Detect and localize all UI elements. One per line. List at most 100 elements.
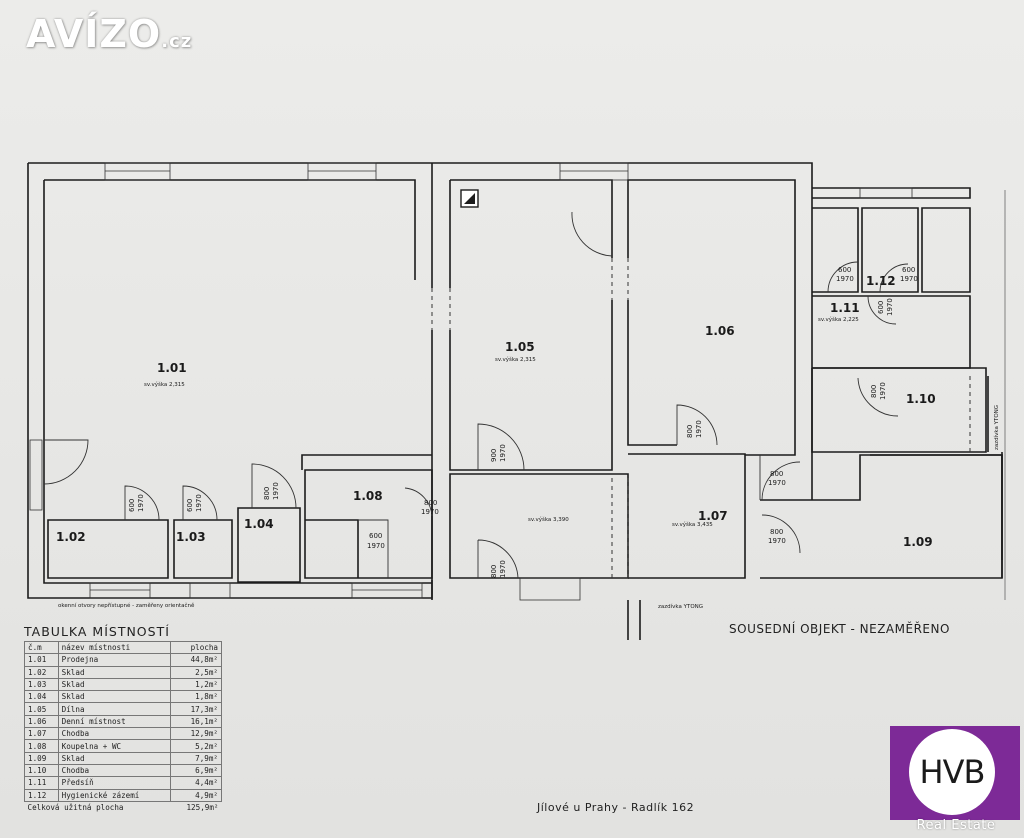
room-area: 7,9m² <box>170 751 222 765</box>
room-name: Chodba <box>57 763 172 778</box>
room-area: 16,1m² <box>170 714 222 729</box>
room-number: 1.10 <box>24 763 59 778</box>
total-value: 125,9m² <box>186 803 219 812</box>
hvb-logo: HVB <box>890 726 1020 820</box>
door-tag-width: 800 <box>870 385 878 398</box>
room-note-1-05: sv.výška 2,315 <box>495 356 536 363</box>
door-tag-width: 800 <box>263 487 271 500</box>
door-tag-height: 1970 <box>886 298 894 316</box>
door-tag-height: 1970 <box>768 479 786 487</box>
room-label-1-01: 1.01 <box>157 361 187 375</box>
hvb-logo-subtitle: Real Estate <box>916 818 996 833</box>
room-label-1-02: 1.02 <box>56 530 86 544</box>
door-tag-height: 1970 <box>879 382 887 400</box>
room-label-1-08: 1.08 <box>353 489 383 503</box>
room-label-1-04: 1.04 <box>244 517 274 531</box>
room-label-1-09: 1.09 <box>903 535 933 549</box>
room-note-1-01: sv.výška 2,315 <box>144 381 185 388</box>
door-tag-width: 600 <box>369 532 382 540</box>
table-header-row: č.m název místnosti plocha <box>24 640 222 655</box>
address-label: Jílové u Prahy - Radlík 162 <box>537 801 695 814</box>
door-tag-height: 1970 <box>499 560 507 578</box>
room-name: Sklad <box>57 677 172 692</box>
room-area: 1,2m² <box>170 677 222 692</box>
hvb-logo-text: HVB <box>909 729 995 815</box>
room-label-1-05: 1.05 <box>505 340 535 354</box>
room-area: 44,8m² <box>170 653 222 667</box>
watermark-brand: AVÍZO <box>26 12 162 56</box>
door-tag-width: 600 <box>128 499 136 512</box>
room-note-1-07: sv.výška 3,435 <box>672 521 713 528</box>
door-tag-width: 800 <box>770 528 783 536</box>
room-area: 4,9m² <box>170 788 222 802</box>
room-name: Dílna <box>57 702 172 716</box>
room-name: Prodejna <box>57 653 172 667</box>
room-number: 1.01 <box>24 653 59 667</box>
door-tag-height: 1970 <box>499 444 507 462</box>
door-tag-height: 1970 <box>272 482 280 500</box>
windows-note: okenní otvory nepřístupné - zaměřeny ori… <box>58 602 195 609</box>
room-area: 5,2m² <box>170 739 222 753</box>
table-total-row: Celková užitná plocha 125,9m² <box>25 801 222 813</box>
room-name: Denní místnost <box>57 714 172 729</box>
door-tag-width: 800 <box>490 565 498 578</box>
door-tag-height: 1970 <box>137 494 145 512</box>
door-tags: 600 1970 600 1970 800 1970 800 1970 600 … <box>128 266 918 578</box>
room-label-1-11: 1.11 <box>830 301 860 315</box>
neighbor-building-label: SOUSEDNÍ OBJEKT - NEZAMĚŘENO <box>729 622 950 636</box>
room-name: Sklad <box>57 751 172 765</box>
door-tag-width: 600 <box>838 266 851 274</box>
room-name: Sklad <box>57 665 172 679</box>
door-tag-height: 1970 <box>768 537 786 545</box>
windows <box>29 162 913 601</box>
room-number: 1.08 <box>24 739 59 753</box>
door-tag-height: 1970 <box>421 508 439 516</box>
room-label-1-12: 1.12 <box>866 274 896 288</box>
door-tag-height: 1970 <box>695 420 703 438</box>
room-name: Sklad <box>57 690 172 704</box>
room-label-1-03: 1.03 <box>176 530 206 544</box>
room-number: 1.04 <box>24 690 59 704</box>
room-area: 6,9m² <box>170 763 222 778</box>
room-area: 12,9m² <box>170 727 222 741</box>
total-label: Celková užitná plocha <box>27 803 124 812</box>
room-number: 1.02 <box>24 665 59 679</box>
table-header: plocha <box>170 640 222 655</box>
room-number: 1.07 <box>24 727 59 741</box>
room-note-1-11: sv.výška 2,225 <box>818 316 859 323</box>
room-number: 1.05 <box>24 702 59 716</box>
table-header: název místnosti <box>57 640 172 655</box>
door-tag-height: 1970 <box>195 494 203 512</box>
room-number: 1.09 <box>24 751 59 765</box>
room-number: 1.06 <box>24 714 59 729</box>
door-tag-width: 800 <box>686 425 694 438</box>
corridor-note: sv.výška 3,390 <box>528 516 569 523</box>
room-label-1-07: 1.07 <box>698 509 728 523</box>
room-label-1-10: 1.10 <box>906 392 936 406</box>
dashed-openings <box>431 258 971 578</box>
door-swings <box>43 211 909 579</box>
door-tag-width: 600 <box>186 499 194 512</box>
room-table-title: TABULKA MÍSTNOSTÍ <box>24 624 170 639</box>
room-name: Hygienické zázemí <box>57 788 172 802</box>
ytong-note-bottom: zazdívka YTONG <box>658 603 703 610</box>
room-label-1-06: 1.06 <box>705 324 735 338</box>
avizo-watermark: AVÍZO.cz <box>26 12 192 56</box>
watermark-tld: .cz <box>161 31 193 52</box>
chimney-icon <box>460 189 479 208</box>
ytong-note-right: zazdívka YTONG <box>993 405 1000 450</box>
door-tag-width: 800 <box>424 499 437 507</box>
